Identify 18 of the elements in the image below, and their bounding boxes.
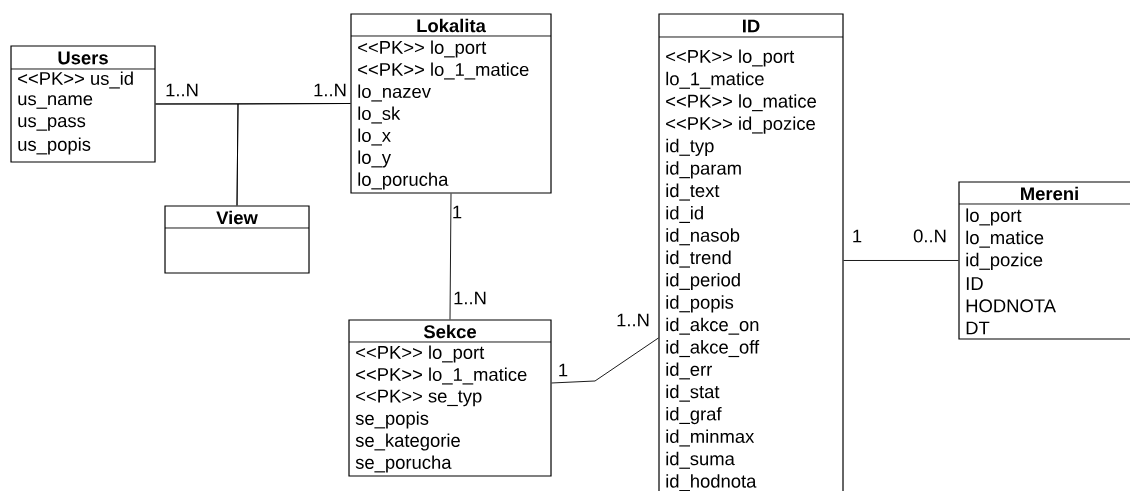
entity-table: Sekce <<PK>> lo_port <<PK>> lo_1_matice <<PK>> se_typ se_popis se_kategorie se_porucha (348, 319, 552, 477)
entity-table: Users <<PK>> us_id us_name us_pass us_popis (10, 45, 156, 163)
relationship-line (236, 103, 351, 206)
cardinality-label: 1..N (617, 313, 649, 327)
relationship-line (551, 337, 659, 384)
cardinality-label: 1 (453, 205, 462, 219)
cardinality-label: 1 (559, 363, 568, 377)
entity-table: View (164, 205, 310, 274)
relationship-line (449, 193, 452, 320)
cardinality-label: 1..N (166, 83, 198, 97)
entity-table: ID <<PK>> lo_port lo_1_matice <<PK>> lo_matice <<PK>> id_pozice id_typ id_param id_text id_id id_nasob id_trend id_period id_popis id_akce_on id_akce_off id_err id_stat id_graf id_minmax id_suma id_hodnota (658, 13, 844, 491)
cardinality-label: 1..N (314, 83, 346, 97)
cardinality-label: 0..N (913, 229, 946, 243)
entity-table: Lokalita <<PK>> lo_port <<PK>> lo_1_matice lo_nazev lo_sk lo_x lo_y lo_porucha (350, 13, 552, 194)
entity-table: Mereni lo_port lo_matice id_pozice ID HODNOTA DT (958, 181, 1130, 340)
cardinality-label: 1 (853, 229, 862, 243)
relationship-line (843, 260, 959, 261)
cardinality-label: 1..N (454, 291, 486, 305)
